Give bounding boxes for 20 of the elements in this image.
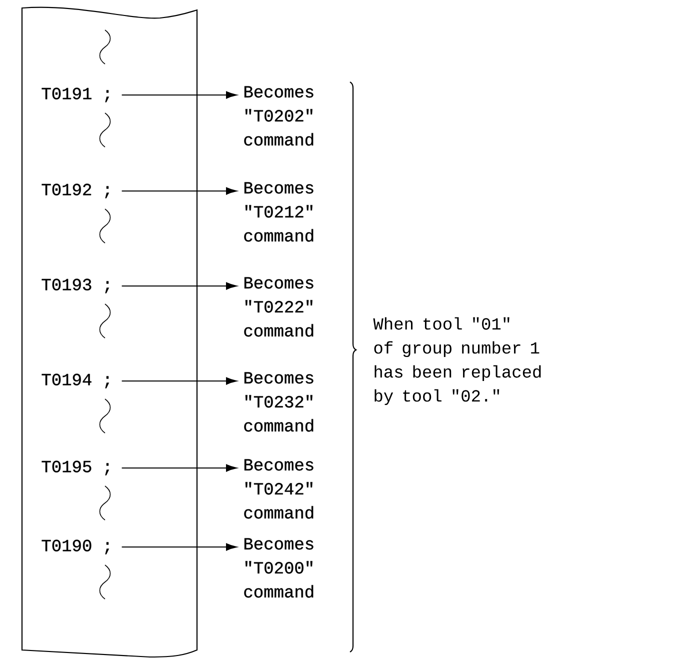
result-text: Becomes "T0232" command xyxy=(244,372,314,432)
result-text: Becomes "T0202" command xyxy=(244,86,314,146)
result-text: Becomes "T0200" command xyxy=(244,538,314,598)
program-sheet xyxy=(21,6,198,658)
arrow xyxy=(122,543,237,551)
program-line: T0191 ; xyxy=(42,88,109,102)
arrow xyxy=(122,377,237,385)
program-line: T0194 ; xyxy=(42,374,109,388)
arrow xyxy=(122,464,237,472)
result-text: Becomes "T0222" command xyxy=(244,277,314,337)
program-line: T0193 ; xyxy=(42,278,109,294)
result-text: Becomes "T0242" command xyxy=(244,459,314,519)
arrow xyxy=(122,282,237,290)
arrow xyxy=(122,91,237,99)
result-text: Becomes "T0212" command xyxy=(244,182,314,242)
arrow xyxy=(122,187,237,195)
note-text: When tool "01" of group number 1 has been replaced by tool "02." xyxy=(373,317,541,406)
program-line: T0195 ; xyxy=(42,460,109,476)
program-line: T0192 ; xyxy=(42,184,109,198)
program-line: T0190 ; xyxy=(42,540,109,554)
